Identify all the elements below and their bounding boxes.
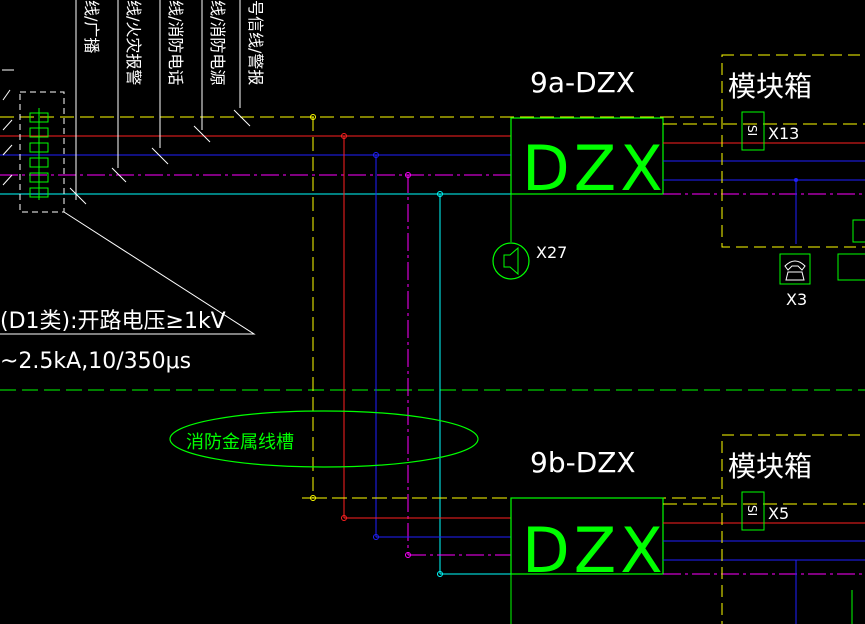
cable-label-fire-alarm: 线/火灾报警 [124,0,143,85]
upper-panel-title: 9a-DZX [530,66,635,99]
spec-note-line-2: ~2.5kA,10/350μs [0,349,191,374]
junction-red-upper [341,133,347,139]
phone-handset [784,260,806,281]
lower-dzx-label: DZX [522,514,667,587]
cable-label-alarm-signal: 号信线/警报 [246,0,265,85]
junction-magenta-lower [405,552,411,558]
tray-label: 消防金属线槽 [186,432,294,453]
upper-module-junction [794,178,798,182]
speaker-cone [503,246,519,276]
speaker-tag: X27 [536,243,567,262]
right-edge-module-2 [837,253,865,281]
upper-module-si [741,111,765,151]
lower-module-tag: X5 [768,504,789,523]
spec-leader [0,211,256,335]
cable-label-fire-power: 线/消防电源 [208,0,227,85]
spec-note-line-1: (D1类):开路电压≥1kV [0,309,226,334]
junction-yellow-upper [310,114,316,120]
cable-leaders [69,0,251,205]
phone-icon [779,253,811,285]
upper-dzx-label: DZX [522,132,667,205]
lower-module-si [741,491,765,531]
cable-label-fire-phone: 线/消防电话 [166,0,185,85]
speaker-icon [492,242,530,280]
upper-module-symbol: SI [745,125,759,136]
junction-red-lower [341,515,347,521]
cable-label-text-group: 线/广播 线/火灾报警 线/消防电话 线/消防电源 号信线/警报 [82,0,265,85]
phone-tag: X3 [786,290,807,309]
junction-yellow-lower [310,495,316,501]
lower-module-box [721,434,865,624]
junction-blue-lower [373,534,379,540]
lower-module-box-label: 模块箱 [728,450,812,483]
junction-blue-upper [373,152,379,158]
surge-protector-block [19,91,65,213]
junction-magenta-upper [405,172,411,178]
right-edge-module-1 [852,219,865,243]
upper-module-box [721,54,865,248]
upper-dzx-box [510,117,664,195]
terminal-strip [29,108,49,200]
junction-cyan-upper [437,191,443,197]
junction-cyan-lower [437,571,443,577]
lower-dzx-box [510,497,664,575]
upper-module-tag: X13 [768,124,799,143]
lower-module-symbol: SI [745,505,759,516]
fire-metal-cable-tray [169,410,479,468]
lower-panel-title: 9b-DZX [530,446,636,479]
cable-label-broadcast: 线/广播 [82,0,101,53]
left-edge-marks [2,69,14,186]
upper-module-box-label: 模块箱 [728,70,812,103]
